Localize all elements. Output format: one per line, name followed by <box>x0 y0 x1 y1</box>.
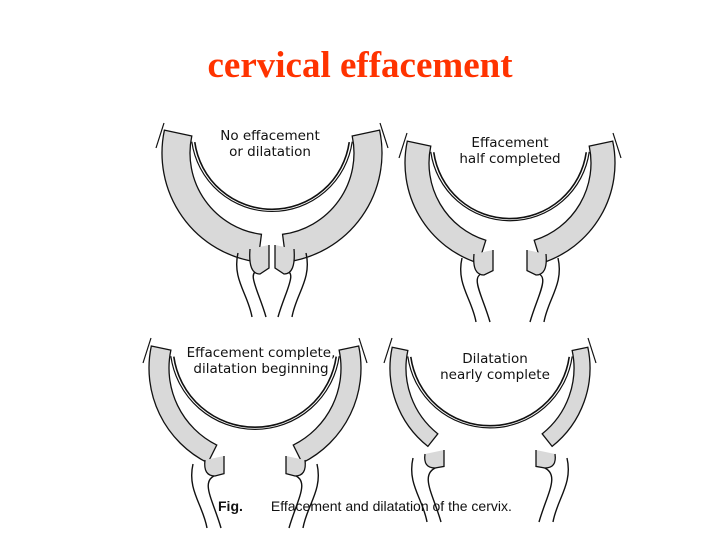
panel-1-vaginal-wall-left-outer <box>236 252 253 318</box>
panel-1-label-line1: No effacement <box>220 128 320 144</box>
panel-4-cervical-lip-right <box>535 450 556 469</box>
panel-4-label: Dilatation nearly complete <box>440 351 550 383</box>
panel-1-vaginal-wall-right-inner <box>277 270 292 318</box>
panel-2-vaginal-wall-right-inner <box>529 272 544 323</box>
panel-2-cervical-lip-left <box>473 250 494 276</box>
panel-2-fetal-head-outline <box>432 152 588 220</box>
panel-3-vaginal-wall-right-inner <box>288 474 303 529</box>
panel-4-label-line2: nearly complete <box>440 367 550 383</box>
panel-1-label-line2: or dilatation <box>229 144 311 160</box>
slide-title: cervical effacement <box>207 45 513 86</box>
panel-3-label-line2: dilatation beginning <box>193 361 329 377</box>
panel-2-label-line2: half completed <box>459 151 561 167</box>
panel-3-label-line1: Effacement complete, <box>186 345 336 361</box>
panel-2-uterine-wall-left <box>404 140 487 265</box>
panel-4-cervical-lip-left <box>424 450 445 469</box>
panel-4-uterine-wall-left <box>389 346 439 448</box>
caption-prefix: Fig. <box>218 498 243 514</box>
panel-1-cervical-lip-right <box>274 245 295 275</box>
panel-3-fetal-head-outline <box>173 356 337 428</box>
figure-caption: Fig. Effacement and dilatation of the cer… <box>218 498 512 514</box>
panel-2-label: Effacement half completed <box>455 135 565 167</box>
panel-2-wall-edge-left <box>398 132 408 159</box>
panel-2-membrane-line <box>430 151 590 222</box>
panel-4-vaginal-wall-left-inner <box>427 466 442 523</box>
panel-1-wall-edge-right <box>379 122 389 149</box>
panel-2-cervical-lip-right <box>526 250 547 276</box>
panel-3-label: Effacement complete, dilatation beginnin… <box>186 345 336 377</box>
panel-1-membrane-line <box>191 141 353 212</box>
caption-text: Effacement and dilatation of the cervix. <box>270 498 512 514</box>
panel-3-vaginal-wall-left-outer <box>191 463 208 529</box>
panel-3-cervical-lip-right <box>285 456 306 477</box>
panel-1-uterine-wall-left <box>161 129 263 263</box>
panel-3-wall-edge-right <box>358 337 368 364</box>
panel-1-wall-edge-left <box>155 122 165 149</box>
panel-2-vaginal-wall-left-outer <box>460 257 477 323</box>
panel-1-vaginal-wall-right-outer <box>291 252 308 318</box>
panel-1-cervical-lip-left <box>249 245 270 275</box>
panel-3-uterine-wall-left <box>148 345 218 464</box>
panel-3-wall-edge-left <box>142 337 152 364</box>
panel-4-vaginal-wall-left-outer <box>411 457 428 523</box>
panel-1-fetal-head-outline <box>193 142 351 211</box>
panel-3-cervical-lip-left <box>204 456 225 477</box>
panel-4-vaginal-wall-right-inner <box>538 466 553 523</box>
panel-4-fetal-head-outline <box>409 356 571 427</box>
panel-2-label-line1: Effacement <box>471 135 549 151</box>
panel-3-vaginal-wall-right-outer <box>302 463 319 529</box>
panel-1-label: No effacement or dilatation <box>215 128 325 160</box>
panel-2-wall-edge-right <box>612 132 622 159</box>
panel-4-wall-edge-right <box>587 337 597 364</box>
panel-2-vaginal-wall-right-outer <box>543 257 560 323</box>
panel-3-membrane-line <box>170 356 340 430</box>
panel-4-vaginal-wall-right-outer <box>552 457 569 523</box>
panel-4-label-line1: Dilatation <box>462 351 528 367</box>
panel-1-vaginal-wall-left-inner <box>252 270 267 318</box>
panel-4-uterine-wall-right <box>541 346 591 448</box>
panel-3-vaginal-wall-left-inner <box>207 474 222 529</box>
panel-4-membrane-line <box>407 356 573 429</box>
panel-2-vaginal-wall-left-inner <box>476 272 491 323</box>
panel-4-wall-edge-left <box>383 337 393 364</box>
